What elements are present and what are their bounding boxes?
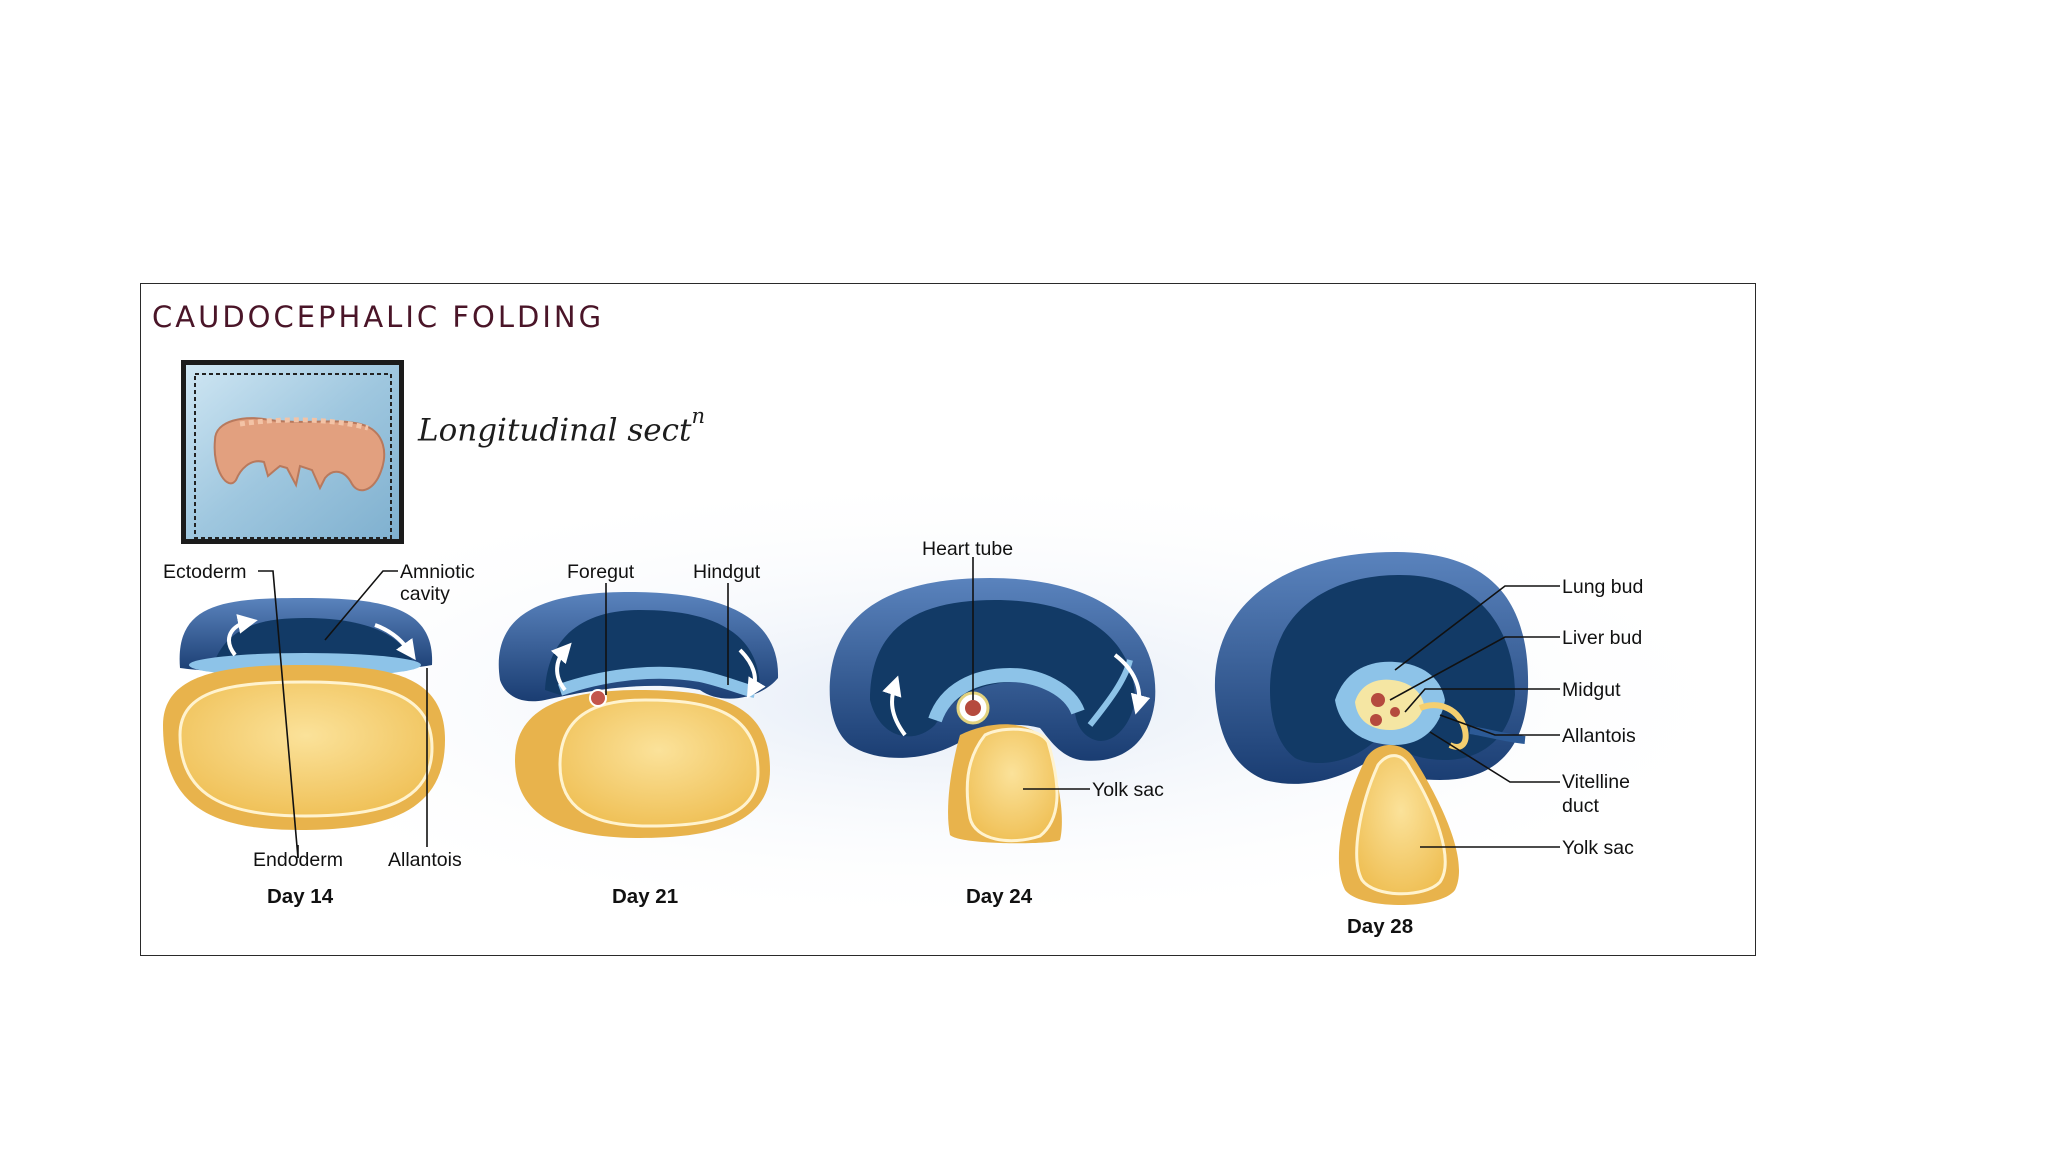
label-vitelline-line2: duct bbox=[1562, 795, 1599, 817]
stage-day28 bbox=[1214, 552, 1529, 905]
note-text: Longitudinal sect bbox=[418, 412, 692, 449]
label-yolk-sac-day24: Yolk sac bbox=[1092, 779, 1164, 801]
label-day14: Day 14 bbox=[267, 885, 334, 908]
label-day28: Day 28 bbox=[1347, 915, 1413, 938]
label-hindgut: Hindgut bbox=[693, 561, 761, 583]
label-allantois-day28: Allantois bbox=[1562, 725, 1636, 747]
label-ectoderm: Ectoderm bbox=[163, 561, 246, 583]
label-day24: Day 24 bbox=[966, 885, 1033, 908]
stage-day24 bbox=[829, 578, 1156, 844]
diagram-labels: Ectoderm Amniotic cavity Endoderm Allant… bbox=[163, 538, 1643, 938]
label-midgut: Midgut bbox=[1562, 679, 1621, 701]
embryo-inset-image bbox=[181, 360, 404, 544]
stage-day14 bbox=[163, 598, 445, 830]
handwritten-title: CAUDOCEPHALIC FOLDING bbox=[152, 300, 605, 334]
handwritten-note: Longitudinal sectn bbox=[418, 404, 705, 449]
label-day21: Day 21 bbox=[612, 885, 678, 908]
label-heart-tube: Heart tube bbox=[922, 538, 1013, 560]
label-liver-bud: Liver bud bbox=[1562, 627, 1642, 649]
stage-day21 bbox=[498, 592, 779, 838]
label-amniotic-line2: cavity bbox=[400, 583, 450, 605]
label-lung-bud: Lung bud bbox=[1562, 576, 1643, 598]
note-superscript: n bbox=[691, 404, 705, 428]
label-yolk-sac-day28: Yolk sac bbox=[1562, 837, 1634, 859]
label-amniotic-line1: Amniotic bbox=[400, 561, 475, 583]
label-vitelline-line1: Vitelline bbox=[1562, 771, 1630, 793]
label-endoderm: Endoderm bbox=[253, 849, 343, 871]
label-foregut: Foregut bbox=[567, 561, 635, 583]
label-allantois-day14: Allantois bbox=[388, 849, 462, 871]
leader-lines bbox=[258, 557, 1560, 859]
